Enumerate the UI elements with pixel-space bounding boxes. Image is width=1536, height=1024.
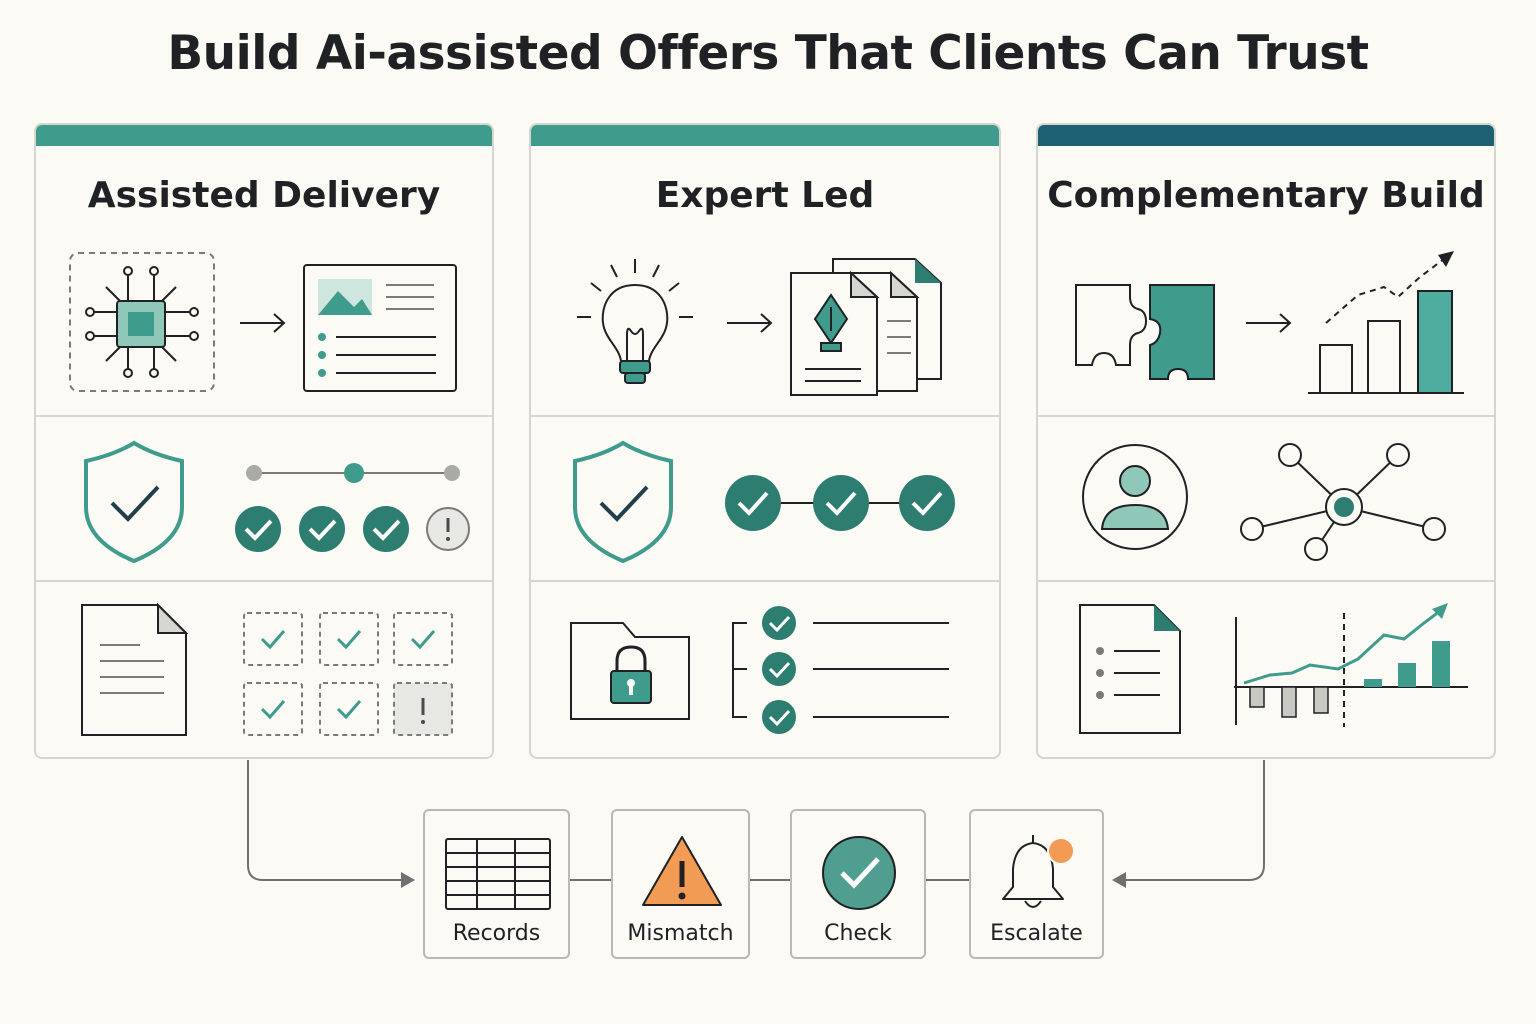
locked-folder-icon	[570, 622, 690, 720]
ai-chip-icon	[69, 252, 215, 392]
step-escalate: Escalate	[969, 809, 1104, 959]
warning-icon	[642, 836, 722, 906]
exclamation-badge-icon	[426, 507, 470, 551]
step-label: Escalate	[990, 921, 1083, 946]
network-nodes-icon	[1240, 443, 1446, 561]
divider	[36, 415, 492, 417]
panel-title: Complementary Build	[1047, 175, 1485, 216]
panel-header-bar	[1038, 125, 1494, 146]
divider	[1038, 415, 1494, 417]
divider	[36, 580, 492, 582]
step-mismatch: Mismatch	[611, 809, 750, 959]
checklist-grid-icon	[243, 612, 453, 736]
shield-check-icon	[84, 440, 184, 564]
step-records: Records	[423, 809, 570, 959]
shield-check-icon	[573, 440, 673, 564]
puzzle-pieces-icon	[1075, 284, 1215, 380]
panel-title: Assisted Delivery	[87, 175, 441, 216]
progress-track-icon	[246, 463, 460, 483]
step-label: Mismatch	[627, 921, 734, 946]
list-document-icon	[1079, 604, 1181, 734]
lightbulb-icon	[577, 259, 693, 384]
document-layout-icon	[303, 264, 457, 392]
step-label: Check	[824, 921, 892, 946]
panel-assisted-delivery: Assisted Delivery	[34, 123, 494, 759]
divider	[531, 580, 999, 582]
panel-header-bar	[531, 125, 999, 146]
panel-title: Expert Led	[655, 175, 875, 216]
arrow-right-icon	[1246, 313, 1292, 333]
checklist-tree-icon	[732, 606, 949, 734]
step-label: Records	[452, 921, 541, 946]
check-badges-icon	[235, 506, 409, 552]
expert-led-illustrations	[570, 258, 955, 734]
assisted-delivery-illustrations	[69, 252, 470, 736]
growth-bar-chart-icon	[1308, 251, 1464, 394]
panel-complementary-build: Complementary Build	[1036, 123, 1496, 759]
page-title: Build Ai-assisted Offers That Clients Ca…	[167, 26, 1369, 81]
arrow-right-icon	[727, 313, 773, 333]
table-icon	[445, 838, 551, 910]
bell-icon	[1002, 835, 1075, 908]
step-check: Check	[790, 809, 926, 959]
panel-header-bar	[36, 125, 492, 146]
divider	[531, 415, 999, 417]
complementary-build-illustrations	[1075, 251, 1468, 734]
arrow-right-icon	[240, 313, 286, 333]
trend-chart-icon	[1234, 603, 1468, 727]
document-icon	[81, 602, 189, 736]
check-chain-icon	[725, 475, 955, 531]
document-pen-icon	[790, 258, 942, 396]
check-circle-icon	[822, 836, 896, 910]
user-avatar-icon	[1082, 444, 1188, 550]
divider	[1038, 580, 1494, 582]
panel-expert-led: Expert Led	[529, 123, 1001, 759]
